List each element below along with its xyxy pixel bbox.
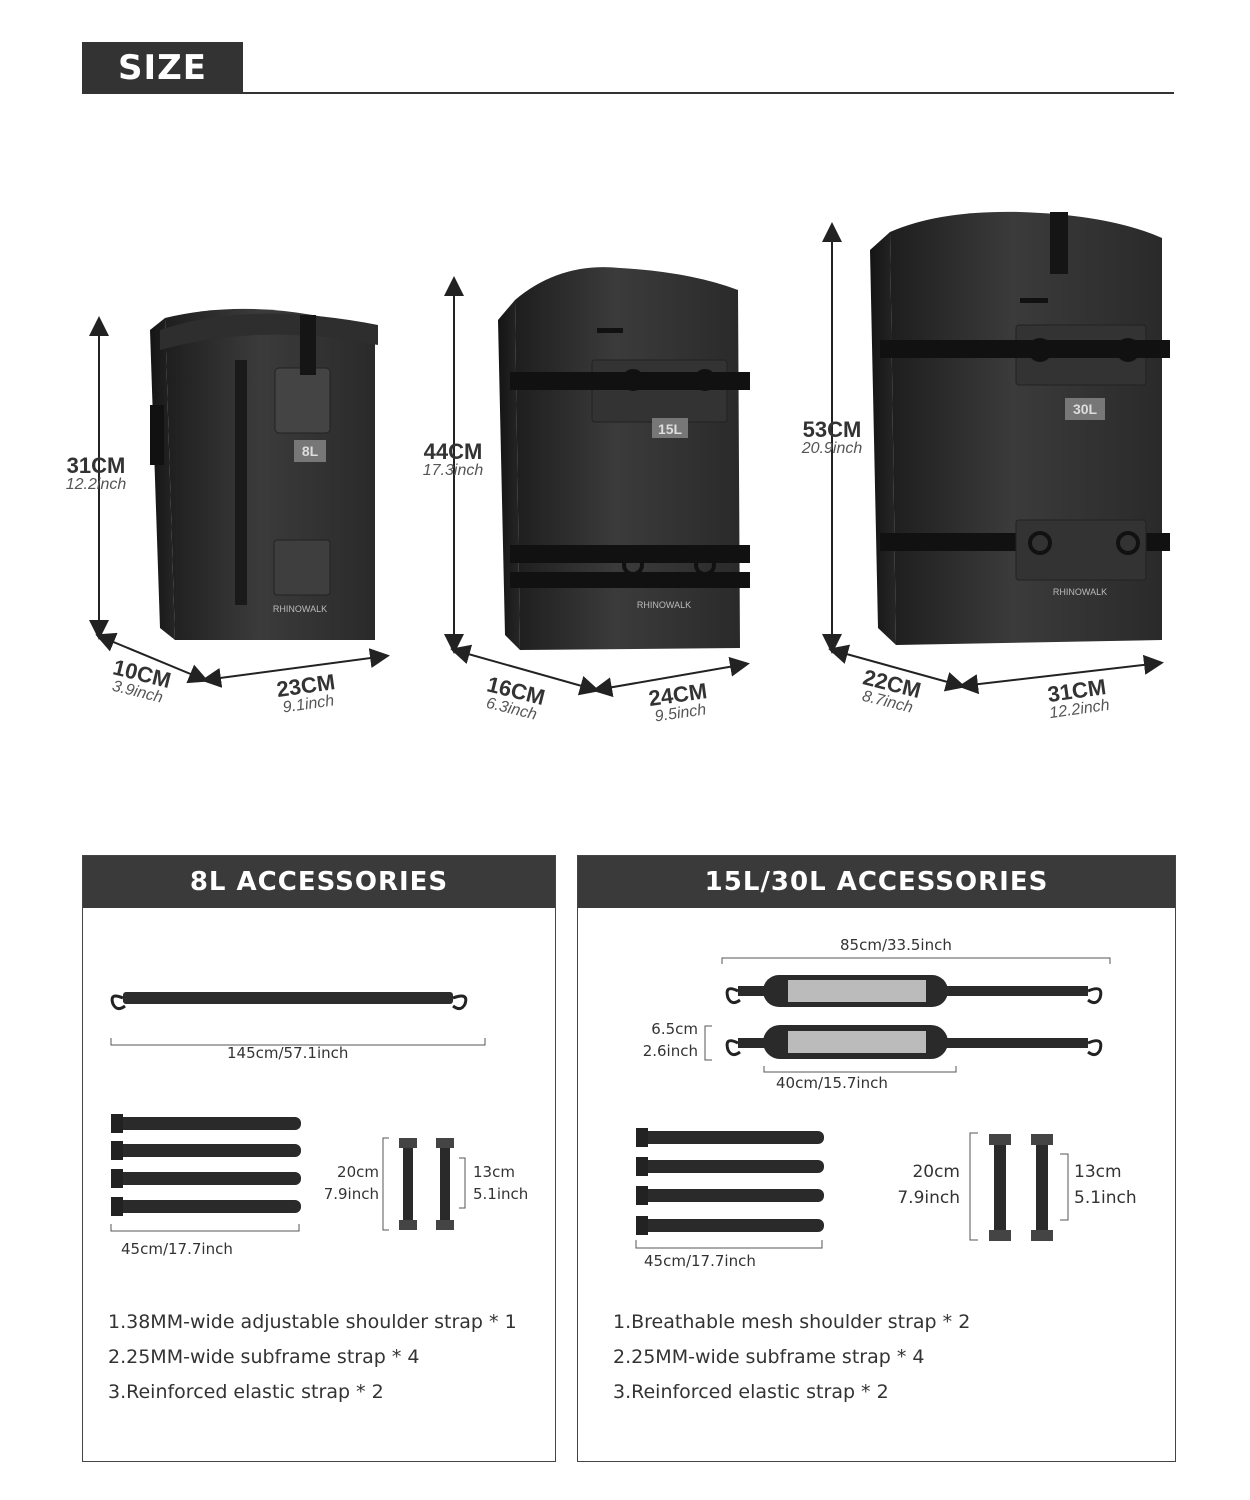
panel-title: 8L ACCESSORIES	[83, 856, 555, 908]
bag-30l-depth-arrow	[828, 644, 966, 692]
shoulder-strap-image	[123, 992, 453, 1004]
list-item: 2.25MM-wide subframe strap * 4	[108, 1346, 420, 1368]
accessories-8l-illustration	[110, 992, 486, 1232]
elastic-straps-image	[989, 1134, 1053, 1241]
list-item: 2.25MM-wide subframe strap * 4	[613, 1346, 925, 1368]
bag-8l-image	[150, 308, 378, 640]
accessories-panel-15l-30l: 15L/30L ACCESSORIES	[577, 855, 1176, 1462]
subframe-straps-image	[111, 1114, 301, 1216]
accessories-8l-list: 1.38MM-wide adjustable shoulder strap * …	[108, 1305, 517, 1410]
mesh-shoulder-strap-image	[725, 975, 1103, 1059]
mesh-pad-length: 40cm/15.7inch	[776, 1074, 888, 1092]
subframe-strap-length: 45cm/17.7inch	[121, 1240, 233, 1258]
bag-15l-capacity-label: 15L	[658, 421, 683, 437]
subframe-straps-image	[636, 1128, 824, 1235]
bag-30l-brand: RHINOWALK	[1053, 587, 1107, 597]
bag-15l-brand: RHINOWALK	[637, 600, 691, 610]
shoulder-strap-length: 145cm/57.1inch	[227, 1044, 349, 1062]
bag-dimension-illustration: 8L RHINOWALK 15L RHINOWALK	[89, 211, 1170, 698]
accessories-15l-30l-list: 1.Breathable mesh shoulder strap * 2 2.2…	[613, 1305, 970, 1410]
accessories-15l-30l-illustration	[635, 957, 1111, 1249]
bag-8l-depth-arrow	[95, 632, 209, 684]
accessories-panel-8l: 8L ACCESSORIES 145cm/57.1inch 45cm/17.7i…	[82, 855, 556, 1462]
bag-30l-image	[870, 211, 1170, 646]
bag-8l-capacity-label: 8L	[302, 443, 319, 459]
subframe-strap-length: 45cm/17.7inch	[644, 1252, 756, 1270]
bag-15l-image	[498, 267, 750, 650]
list-item: 3.Reinforced elastic strap * 2	[108, 1381, 384, 1403]
bag-30l-width-arrow	[958, 654, 1164, 695]
mesh-strap-length: 85cm/33.5inch	[840, 936, 952, 954]
panel-title: 15L/30L ACCESSORIES	[578, 856, 1175, 908]
elastic-straps-image	[399, 1138, 454, 1230]
list-item: 1.38MM-wide adjustable shoulder strap * …	[108, 1311, 517, 1333]
bag-8l-brand: RHINOWALK	[273, 604, 327, 614]
header-divider	[243, 92, 1174, 94]
list-item: 1.Breathable mesh shoulder strap * 2	[613, 1311, 971, 1333]
list-item: 3.Reinforced elastic strap * 2	[613, 1381, 889, 1403]
section-title: SIZE	[82, 42, 243, 94]
bag-8l-width-arrow	[201, 648, 390, 688]
bag-15l-depth-arrow	[450, 644, 600, 696]
bag-30l-capacity-label: 30L	[1073, 401, 1098, 417]
bag-15l-width-arrow	[592, 656, 750, 698]
